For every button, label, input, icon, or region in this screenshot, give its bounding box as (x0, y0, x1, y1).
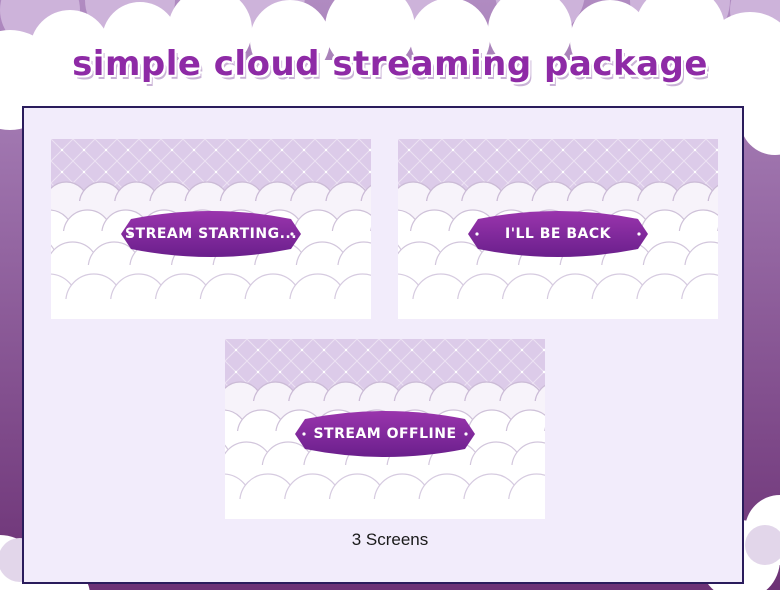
screen-banner: STREAM OFFLINE (295, 405, 475, 463)
page-title: simple cloud streaming package (72, 44, 708, 84)
screen-label: I'LL BE BACK (505, 226, 611, 242)
screen-label: STREAM STARTING... (124, 226, 298, 242)
screen-banner: STREAM STARTING... (121, 205, 301, 263)
screens-count-caption: 3 Screens (351, 530, 429, 549)
screen-banner: I'LL BE BACK (468, 205, 648, 263)
screen-thumbnail-offline: STREAM OFFLINE (225, 339, 545, 519)
screen-thumbnail-be-back: I'LL BE BACK (398, 139, 718, 319)
screen-label: STREAM OFFLINE (313, 426, 457, 442)
screen-thumbnail-starting: STREAM STARTING... (51, 139, 371, 319)
